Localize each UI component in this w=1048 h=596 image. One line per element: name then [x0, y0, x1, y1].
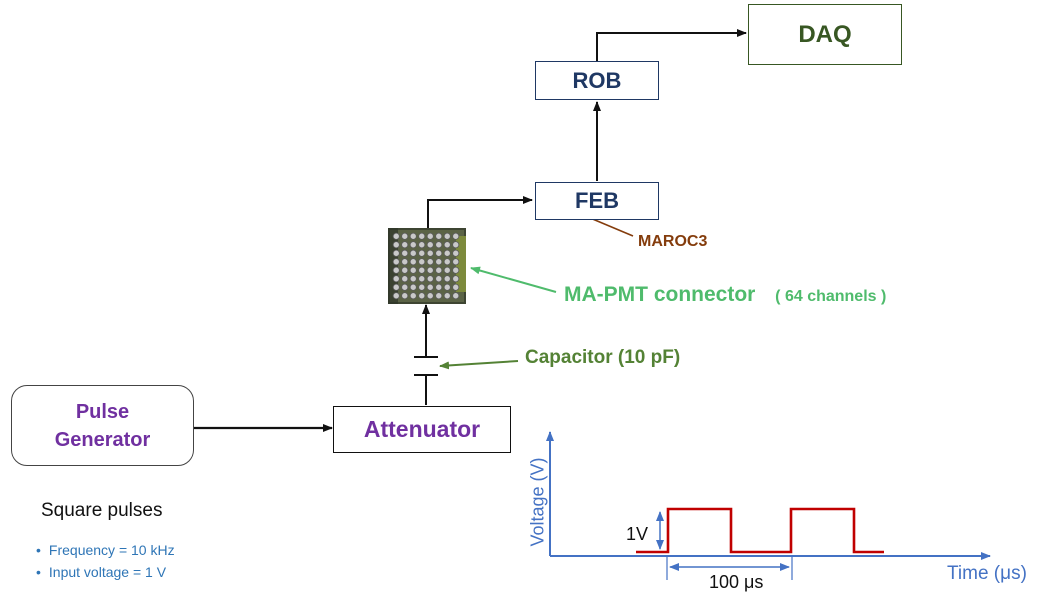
- capacitor-symbol: [414, 357, 438, 375]
- square-pulses-heading: Square pulses: [41, 500, 162, 522]
- amplitude-label: 1V: [626, 524, 648, 545]
- mapmt-channels: ( 64 channels ): [775, 288, 886, 305]
- square-pulse-trace: [636, 509, 884, 552]
- feb-box: FEB: [535, 182, 659, 220]
- feb-label: FEB: [575, 188, 619, 214]
- period-label: 100 μs: [709, 572, 763, 593]
- list-item: Frequency = 10 kHz: [36, 539, 175, 561]
- waveform-graph: [550, 432, 990, 580]
- rob-box: ROB: [535, 61, 659, 100]
- pulse-generator-label-line2: Generator: [55, 426, 151, 454]
- mapmt-connector-image: [388, 228, 466, 304]
- mapmt-connector-name: MA-PMT connector: [564, 283, 755, 306]
- pulse-generator-box: Pulse Generator: [11, 385, 194, 466]
- rob-label: ROB: [573, 68, 622, 94]
- capacitor-callout-arrow: [440, 361, 518, 366]
- wire-rob-to-daq: [597, 33, 746, 62]
- connector-callout-arrow: [471, 268, 556, 292]
- capacitor-label: Capacitor (10 pF): [525, 347, 680, 369]
- daq-label: DAQ: [798, 21, 851, 49]
- waveform-y-label: Voltage (V): [528, 457, 549, 546]
- maroc3-label: MAROC3: [638, 233, 707, 251]
- wire-connector-to-feb: [428, 200, 532, 228]
- daq-box: DAQ: [748, 4, 902, 65]
- mapmt-connector-label: MA-PMT connector ( 64 channels ): [564, 283, 886, 307]
- pulse-generator-label-line1: Pulse: [76, 398, 129, 426]
- attenuator-label: Attenuator: [364, 416, 480, 443]
- list-item: Input voltage = 1 V: [36, 561, 175, 583]
- pulse-parameters-list: Frequency = 10 kHz Input voltage = 1 V: [36, 539, 175, 583]
- waveform-x-label: Time (μs): [947, 563, 1027, 585]
- attenuator-box: Attenuator: [333, 406, 511, 453]
